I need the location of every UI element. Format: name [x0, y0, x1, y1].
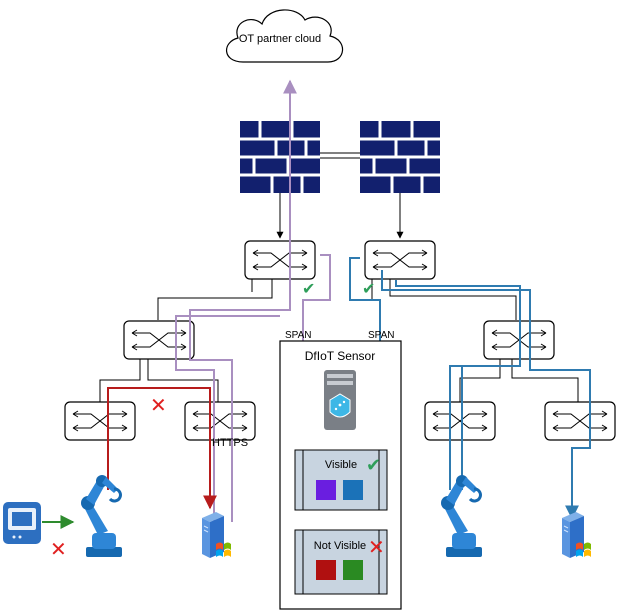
- check-icon-left-switch: ✔: [302, 281, 315, 298]
- switch-icon-top-right: [364, 240, 436, 280]
- cross-icon-plc: ✕: [50, 539, 67, 561]
- device-hidden-1: [316, 560, 336, 580]
- device-visible-2: [343, 480, 363, 500]
- network-links: [99, 193, 579, 402]
- switch-icon-top-left: [244, 240, 316, 280]
- windows-server-icon-left: [201, 511, 232, 559]
- device-visible-1: [316, 480, 336, 500]
- span-right-label: SPAN: [368, 330, 395, 341]
- robot-arm-icon-left: [79, 473, 124, 559]
- robot-arm-icon-right: [439, 473, 484, 559]
- not-visible-label: Not Visible: [314, 540, 366, 552]
- windows-server-icon-right: [561, 511, 592, 559]
- firewall-icon-right: [358, 119, 442, 195]
- visible-group: [294, 449, 388, 511]
- red-traffic-path: [107, 387, 217, 510]
- switch-icon-mid-left: [123, 320, 195, 360]
- switch-icon-bottom-4: [544, 401, 616, 441]
- visible-label: Visible: [325, 459, 357, 471]
- firewall-link: [320, 152, 360, 159]
- device-hidden-2: [343, 560, 363, 580]
- cross-icon-red-path: ✕: [150, 395, 167, 417]
- sensor-label: DfIoT Sensor: [305, 349, 375, 363]
- cloud-label: OT partner cloud: [239, 33, 321, 45]
- not-visible-group: [294, 529, 388, 595]
- sensor-server-icon: [324, 370, 356, 430]
- firewall-icon-left: [238, 119, 322, 195]
- check-icon-visible: ✔: [366, 455, 381, 475]
- switch-icon-bottom-2: [184, 401, 256, 441]
- span-left-label: SPAN: [285, 330, 312, 341]
- switch-icon-bottom-1: [64, 401, 136, 441]
- https-label: HTTPS: [212, 437, 248, 449]
- cross-icon-not-visible: ✕: [368, 537, 385, 559]
- switch-icon-bottom-3: [424, 401, 496, 441]
- cloud-icon: [226, 9, 344, 63]
- plc-device-icon: [3, 502, 41, 544]
- check-icon-right-switch: ✔: [362, 281, 375, 298]
